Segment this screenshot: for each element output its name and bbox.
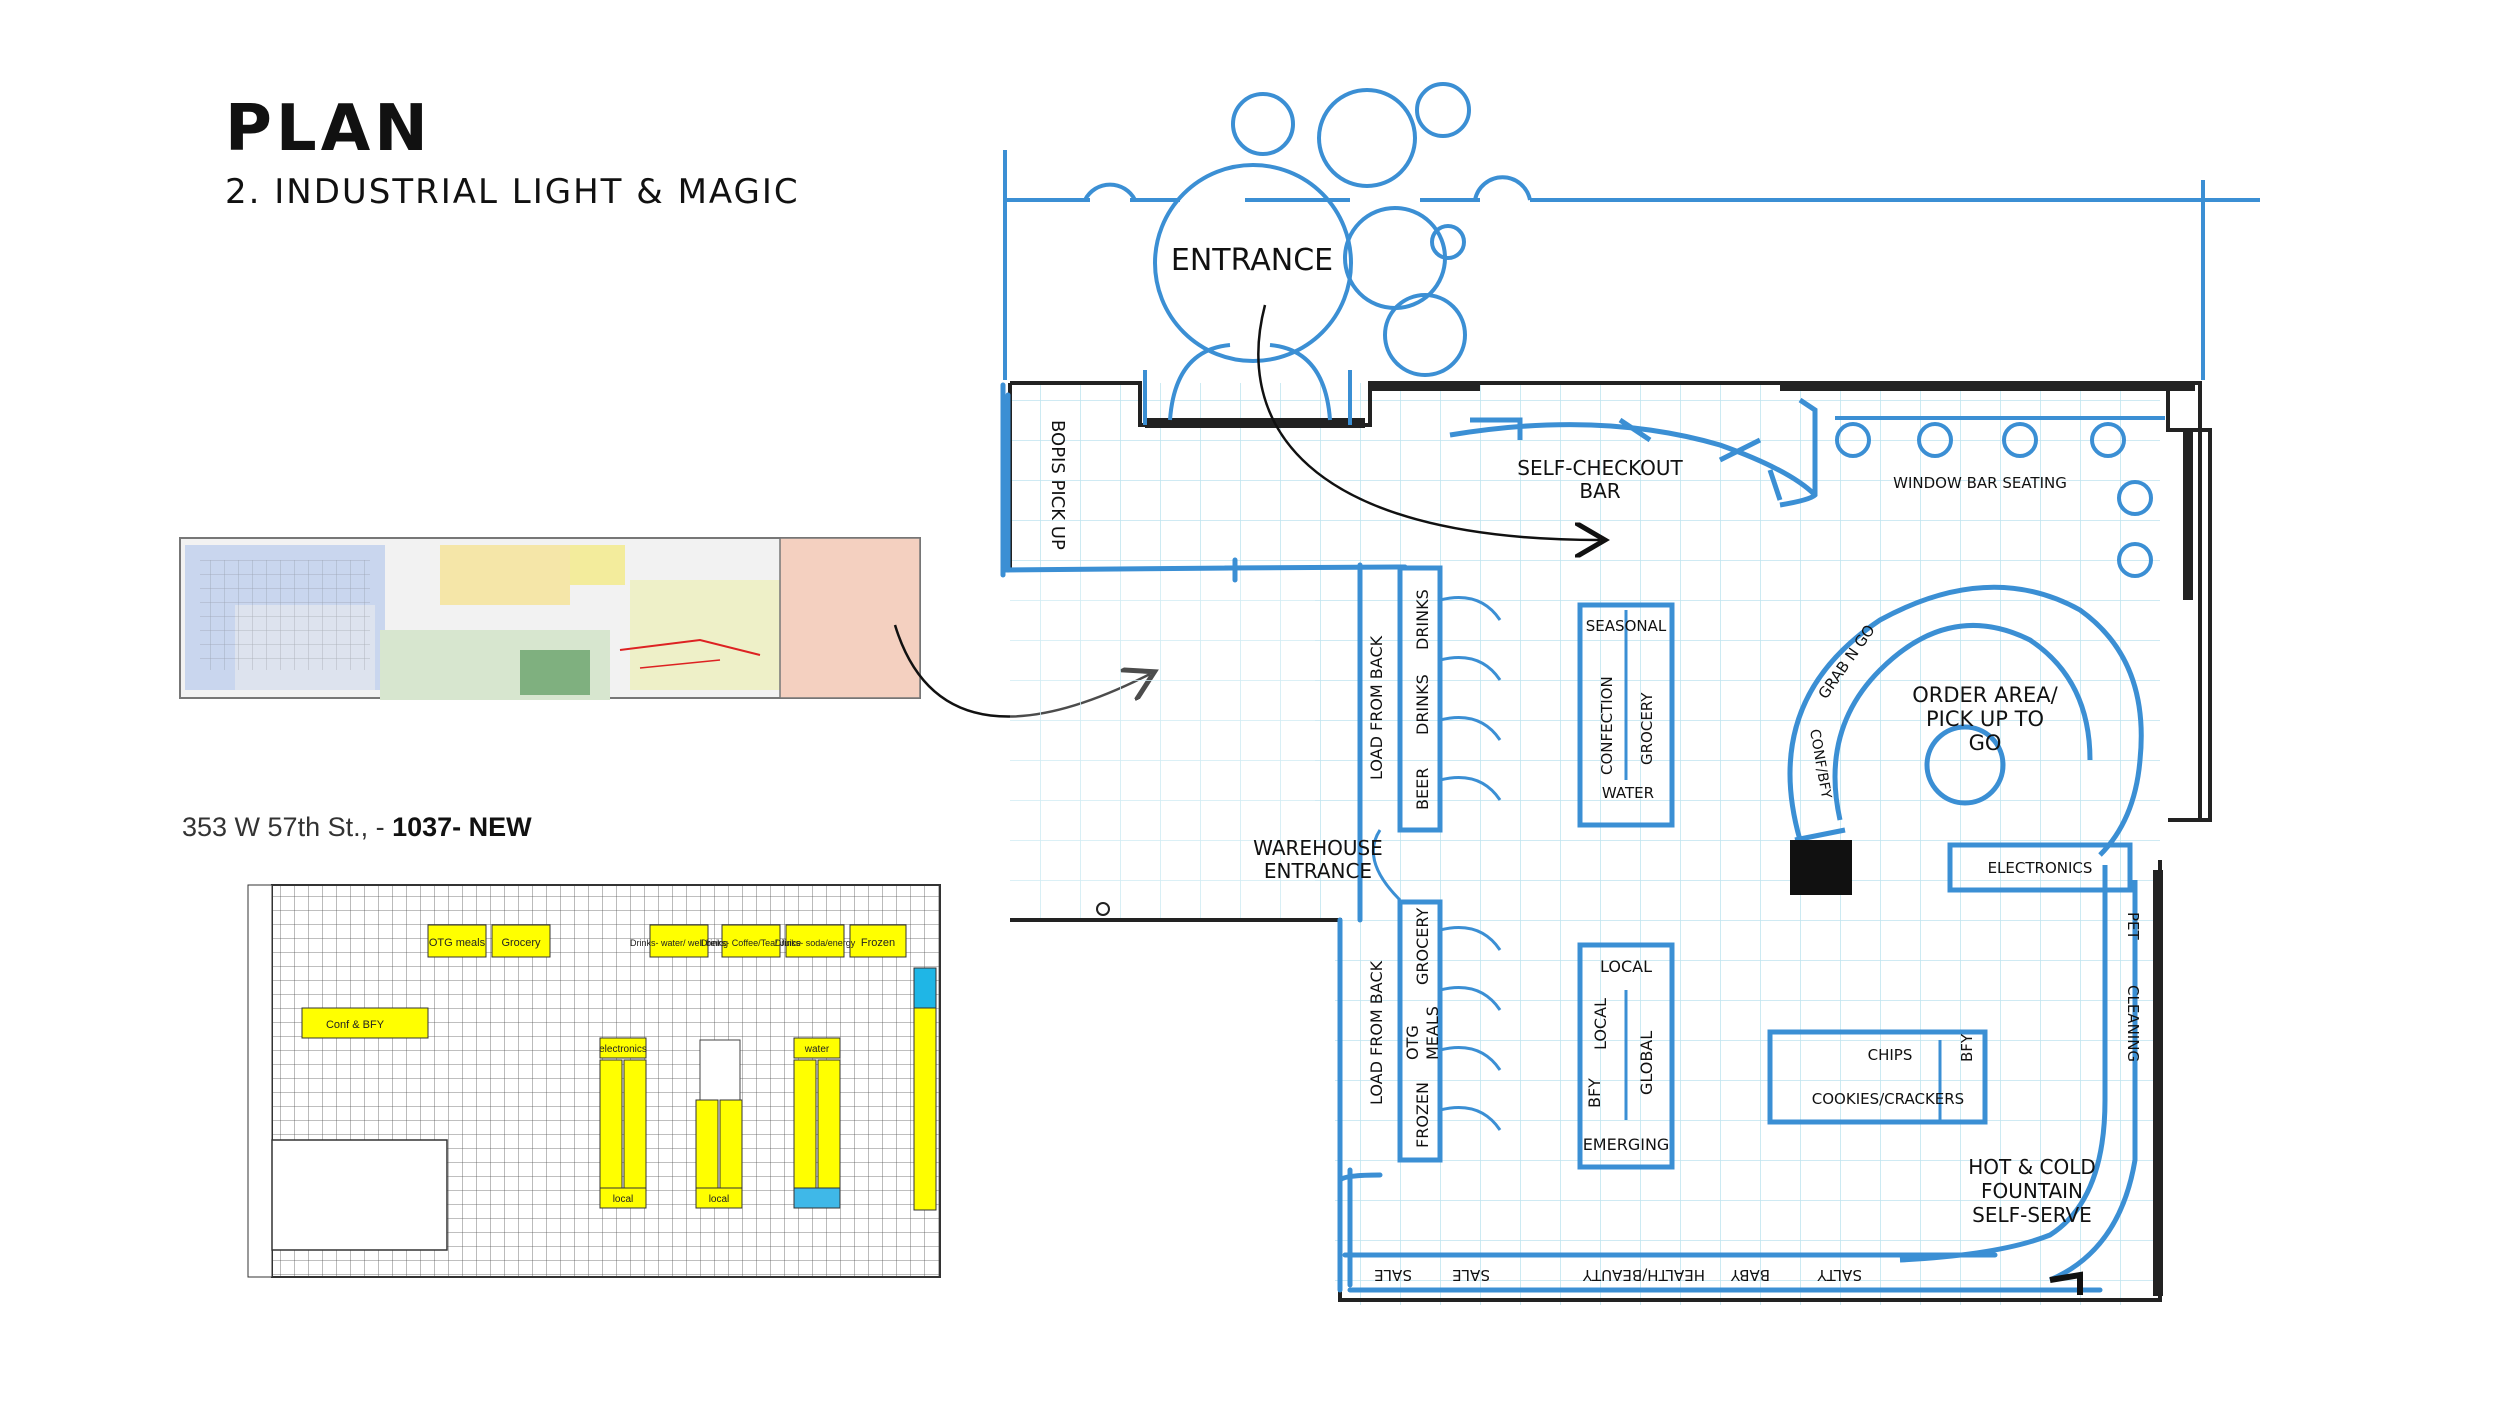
- shelf-label-electronics: electronics: [599, 1044, 647, 1055]
- label-entrance: ENTRANCE: [1171, 243, 1333, 278]
- store-id: 1037- NEW: [392, 812, 532, 842]
- label-fountain: FOUNTAIN: [1981, 1179, 2083, 1203]
- label-baby: BABY: [1730, 1266, 1770, 1284]
- shelf-label-grocery: Grocery: [501, 937, 541, 949]
- label-grocery-a: GROCERY: [1638, 692, 1656, 765]
- label-drinks-1: DRINKS: [1413, 589, 1432, 650]
- shelf-label-frozen: Frozen: [861, 937, 895, 949]
- label-order-1: ORDER AREA/: [1912, 683, 2058, 707]
- label-hot-cold: HOT & COLD: [1968, 1155, 2096, 1179]
- label-frozen: FROZEN: [1413, 1082, 1432, 1148]
- label-salty: SALTY: [1816, 1266, 1862, 1284]
- label-sale-1: SALE: [1374, 1266, 1412, 1284]
- label-bfy-b: BFY: [1958, 1033, 1976, 1062]
- shelf-label-local-a: local: [613, 1194, 634, 1205]
- label-sale-2: SALE: [1452, 1266, 1490, 1284]
- label-load-back-1: LOAD FROM BACK: [1367, 635, 1386, 780]
- label-warehouse-entrance: ENTRANCE: [1264, 859, 1372, 883]
- street-frontage: [1003, 82, 2260, 380]
- label-cleaning: CLEANING: [2124, 985, 2142, 1062]
- proposed-plan: ENTRANCE BOPIS PICK UP SELF-CHECKOUT BAR…: [1000, 82, 2260, 1310]
- entrance-doors: [1143, 343, 1352, 425]
- label-health-beauty: HEALTH/BEAUTY: [1582, 1266, 1705, 1284]
- existing-gondolas: electronics local local water: [599, 1037, 841, 1209]
- label-otg: OTG: [1403, 1025, 1422, 1060]
- label-seasonal: SEASONAL: [1586, 617, 1667, 635]
- label-confection: CONFECTION: [1598, 676, 1616, 775]
- label-bfy-a: BFY: [1585, 1078, 1604, 1108]
- curved-wall-run: [1899, 865, 2138, 1283]
- label-water: WATER: [1602, 784, 1654, 802]
- label-pet: PET: [2124, 912, 2142, 941]
- label-chips: CHIPS: [1868, 1046, 1913, 1064]
- label-emerging: EMERGING: [1583, 1135, 1670, 1154]
- label-drinks-2: DRINKS: [1413, 674, 1432, 735]
- store-address: 353 W 57th St., - 1037- NEW: [182, 812, 532, 843]
- glazing: [1145, 381, 2195, 1296]
- label-self-checkout: SELF-CHECKOUT: [1517, 456, 1683, 480]
- label-local-side: LOCAL: [1591, 998, 1610, 1050]
- shelf-label-conf: Conf & BFY: [326, 1019, 385, 1031]
- label-warehouse: WAREHOUSE: [1253, 836, 1383, 860]
- shelf-dividers: [1371, 596, 1942, 1131]
- page-subtitle: 2. INDUSTRIAL LIGHT & MAGIC: [225, 172, 800, 212]
- shelf-label-water: Drinks- water/ well being: [630, 938, 728, 948]
- shelf-label-coffee: Drinks- Coffee/Tea/ Juice: [701, 938, 801, 948]
- address-text: 353 W 57th St., -: [182, 812, 393, 842]
- label-local-top: LOCAL: [1600, 957, 1652, 976]
- label-electronics: ELECTRONICS: [1988, 859, 2093, 877]
- shelf-label-otg: OTG meals: [429, 937, 486, 949]
- column-marker: [1096, 902, 1110, 916]
- entry-flow-arrow: [1257, 304, 1600, 540]
- page-title: PLAN: [225, 92, 432, 166]
- existing-shelves-top: OTG meals Grocery Drinks- water/ well be…: [427, 924, 907, 958]
- label-beer: BEER: [1413, 768, 1432, 810]
- order-area: [1787, 584, 2144, 857]
- interior-partitions: [1000, 382, 2103, 1293]
- shelf-label-water-gondola: water: [804, 1044, 830, 1055]
- label-bar: BAR: [1579, 479, 1620, 503]
- shelving-runs: [1397, 565, 2133, 1170]
- kiosk-block: [1790, 840, 1852, 895]
- label-meals: MEALS: [1423, 1006, 1442, 1060]
- label-order-2: PICK UP TO: [1926, 707, 2044, 731]
- shelf-label-local-b: local: [709, 1194, 730, 1205]
- shelf-label-soda: Drinks- soda/energy: [775, 938, 856, 948]
- fountain-marker: [2049, 1271, 2083, 1295]
- label-window-bar: WINDOW BAR SEATING: [1893, 474, 2067, 492]
- label-self-serve: SELF-SERVE: [1972, 1203, 2092, 1227]
- self-checkout-bar: [1449, 397, 1818, 508]
- label-order-3: GO: [1969, 731, 2002, 755]
- label-bopis: BOPIS PICK UP: [1047, 420, 1068, 550]
- label-load-back-2: LOAD FROM BACK: [1367, 960, 1386, 1105]
- label-global: GLOBAL: [1637, 1031, 1656, 1095]
- site-overview-plan: [179, 537, 921, 700]
- label-grocery-b: GROCERY: [1413, 908, 1432, 985]
- window-bar-stools: [1835, 416, 2165, 578]
- existing-store-plan: OTG meals Grocery Drinks- water/ well be…: [247, 884, 941, 1278]
- label-cookies: COOKIES/CRACKERS: [1812, 1090, 1964, 1108]
